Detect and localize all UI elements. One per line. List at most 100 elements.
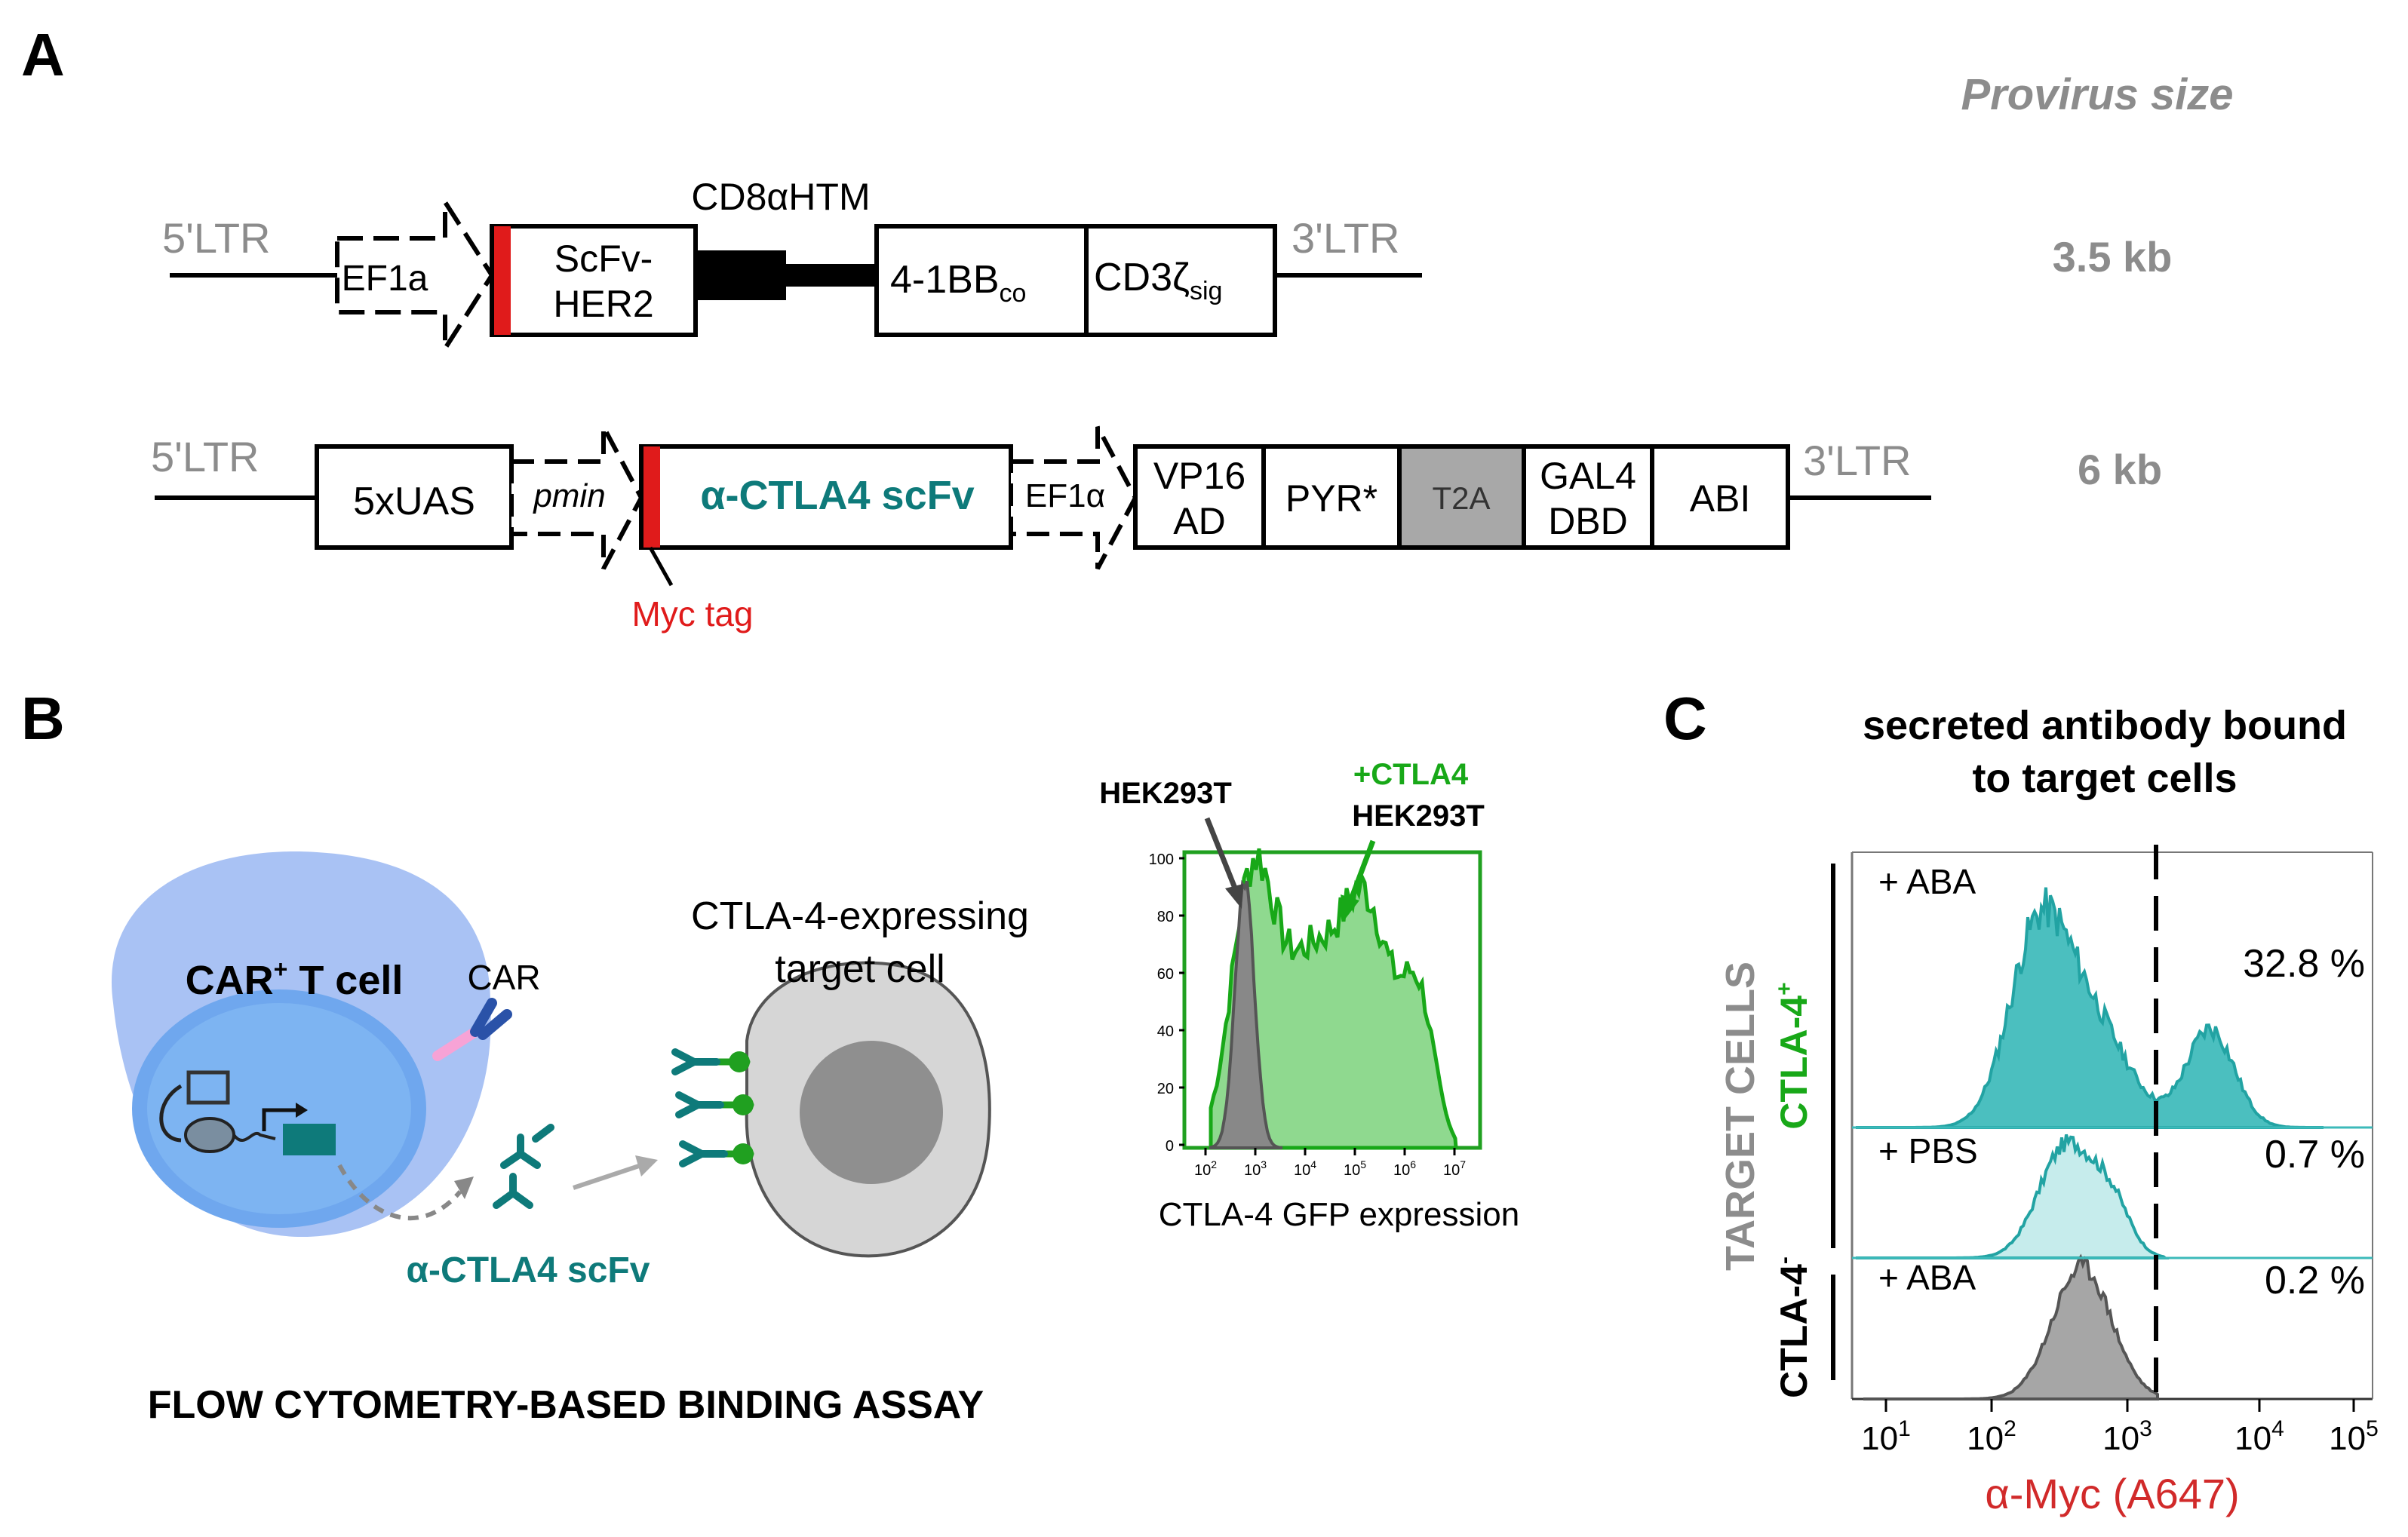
ef1a-label-2: EF1α bbox=[1025, 477, 1105, 514]
bound-scfv bbox=[675, 1091, 724, 1118]
gfp-y-tick: 60 bbox=[1157, 966, 1174, 983]
secretion-arrow bbox=[337, 1164, 462, 1221]
ef1a-promoter-arrow-2 bbox=[1009, 425, 1138, 570]
ltr3-label-2: 3'LTR bbox=[1803, 437, 1911, 484]
ltr5-label: 5'LTR bbox=[162, 214, 270, 262]
scfv-gene-icon bbox=[283, 1124, 336, 1155]
ef1a-label: EF1a bbox=[342, 259, 428, 299]
provirus-size-header: Provirus size bbox=[1961, 70, 2233, 119]
hek-pointer-arrow bbox=[1204, 817, 1239, 891]
pmin-promoter-arrow bbox=[509, 425, 644, 570]
myc-x-tick: 105 bbox=[2329, 1416, 2379, 1457]
scfv-her2-line2: HER2 bbox=[553, 283, 653, 325]
cycle-arrow-icon bbox=[159, 1084, 183, 1143]
box-41bb-label: 4-1BBco bbox=[890, 258, 1026, 308]
construct-synnotch-ctla4: 5'LTR 3'LTR 5xUAS pmin α-CTLA4 scFv Myc … bbox=[151, 425, 2162, 634]
car-t-cell: CAR+ T cell CAR bbox=[111, 851, 541, 1237]
target-cell-nucleus bbox=[800, 1041, 943, 1184]
myc-x-tick: 101 bbox=[1861, 1416, 1911, 1457]
ctla4-neg-aba-histogram bbox=[1863, 1253, 2159, 1400]
cd8-hinge bbox=[786, 264, 877, 287]
myc-tag-label: Myc tag bbox=[631, 594, 753, 634]
row1-percent: 32.8 % bbox=[2243, 942, 2365, 986]
receptor-gene-icon bbox=[186, 1070, 230, 1105]
gfp-y-tick: 40 bbox=[1157, 1023, 1174, 1040]
ctla4-pointer-arrow bbox=[1347, 839, 1376, 903]
gal4-line2: DBD bbox=[1548, 500, 1628, 542]
gfp-y-tick: 100 bbox=[1149, 851, 1174, 868]
cd8-tm-domain bbox=[696, 250, 786, 300]
gfp-xlabel: CTLA-4 GFP expression bbox=[1159, 1196, 1519, 1233]
t2a-label: T2A bbox=[1432, 480, 1490, 516]
abi-box bbox=[1650, 444, 1790, 550]
label-hek293t: HEK293T bbox=[1099, 777, 1232, 810]
myc-x-tick: 102 bbox=[1967, 1416, 2016, 1457]
car-receptor-head bbox=[470, 998, 512, 1040]
cd8-label: CD8αHTM bbox=[691, 176, 870, 218]
vp16-line1: VP16 bbox=[1153, 455, 1245, 497]
secreted-scfv bbox=[500, 1134, 541, 1169]
row2-label: + PBS bbox=[1878, 1131, 1978, 1170]
box-cd3zeta-label: CD3ζsig bbox=[1094, 256, 1222, 305]
ltr5-label-2: 5'LTR bbox=[151, 433, 259, 480]
myc-histogram: + ABA 32.8 % + PBS 0.7 % + ABA 0.2 % 101… bbox=[1851, 845, 2379, 1517]
box-cd3zeta bbox=[1084, 224, 1277, 337]
bound-scfv bbox=[671, 1048, 720, 1075]
car-label: CAR bbox=[467, 958, 540, 997]
assay-title: FLOW CYTOMETRY-BASED BINDING ASSAY bbox=[148, 1383, 984, 1427]
row3-percent: 0.2 % bbox=[2265, 1259, 2365, 1302]
hek-histogram bbox=[1209, 879, 1283, 1149]
pyr-label: PYR* bbox=[1285, 477, 1378, 520]
gfp-y-tick: 80 bbox=[1157, 909, 1174, 925]
gfp-y-tick: 0 bbox=[1166, 1138, 1174, 1155]
ef1a-promoter-arrow bbox=[335, 194, 495, 357]
gfp-x-tick: 107 bbox=[1443, 1158, 1466, 1179]
ctla4-receptor bbox=[733, 1143, 754, 1164]
size-construct1: 3.5 kb bbox=[2053, 233, 2173, 281]
target-cells-label: TARGET CELLS bbox=[1718, 962, 1763, 1271]
ctla4-pos-label: CTLA-4+ bbox=[1772, 982, 1815, 1129]
gfp-y-tick: 20 bbox=[1157, 1081, 1174, 1097]
myc-x-tick: 104 bbox=[2234, 1416, 2284, 1457]
ltr3-label: 3'LTR bbox=[1292, 214, 1399, 262]
promoter-arrow-icon bbox=[262, 1108, 296, 1131]
t2a-box bbox=[1397, 444, 1526, 550]
vp16-box bbox=[1133, 444, 1266, 550]
secreted-scfv-label: α-CTLA4 scFv bbox=[407, 1250, 650, 1290]
target-label-line1: CTLA-4-expressing bbox=[691, 894, 1029, 938]
target-label-line2: target cell bbox=[775, 947, 944, 991]
panel-c-letter: C bbox=[1663, 685, 1707, 752]
bound-scfv bbox=[679, 1140, 728, 1167]
myc-x-tick: 103 bbox=[2102, 1416, 2152, 1457]
label-ctla4-line2: HEK293T bbox=[1352, 799, 1485, 833]
uas-box bbox=[315, 444, 514, 550]
gfp-x-tick: 105 bbox=[1344, 1158, 1366, 1179]
secreted-scfv bbox=[532, 1124, 554, 1143]
signal-peptide-tag bbox=[494, 226, 511, 335]
secreted-scfv bbox=[493, 1173, 533, 1209]
panel-a-letter: A bbox=[21, 21, 65, 88]
label-ctla4-line1: +CTLA4 bbox=[1353, 758, 1469, 791]
row2-percent: 0.7 % bbox=[2265, 1133, 2365, 1177]
panel-b-letter: B bbox=[21, 685, 65, 752]
uas-label: 5xUAS bbox=[353, 480, 475, 523]
gfp-x-tick: 106 bbox=[1393, 1158, 1416, 1179]
car-t-label: CAR+ T cell bbox=[186, 956, 404, 1003]
binding-arrow bbox=[573, 1163, 642, 1190]
myc-xlabel: α-Myc (A647) bbox=[1985, 1470, 2239, 1517]
panel-c-title-line2: to target cells bbox=[1972, 756, 2237, 801]
ctla4-pos-aba-histogram bbox=[1856, 887, 2324, 1129]
scfv-her2-box bbox=[490, 224, 698, 337]
ctla4-receptor bbox=[729, 1051, 750, 1072]
ctla4-receptor bbox=[733, 1094, 754, 1115]
myc-tag-block bbox=[643, 446, 660, 548]
ctla4-neg-label: CTLA-4- bbox=[1772, 1256, 1815, 1398]
abi-label: ABI bbox=[1690, 477, 1751, 520]
vp16-line2: AD bbox=[1173, 500, 1225, 542]
scfv-her2-line1: ScFv- bbox=[554, 238, 653, 280]
size-construct2: 6 kb bbox=[2078, 446, 2162, 493]
construct-car-her2: 5'LTR 3'LTR EF1a ScFv- HER2 CD8αHTM 4-1B… bbox=[162, 176, 2173, 357]
pmin-label: pmin bbox=[532, 477, 605, 514]
pyr-box bbox=[1261, 444, 1402, 550]
